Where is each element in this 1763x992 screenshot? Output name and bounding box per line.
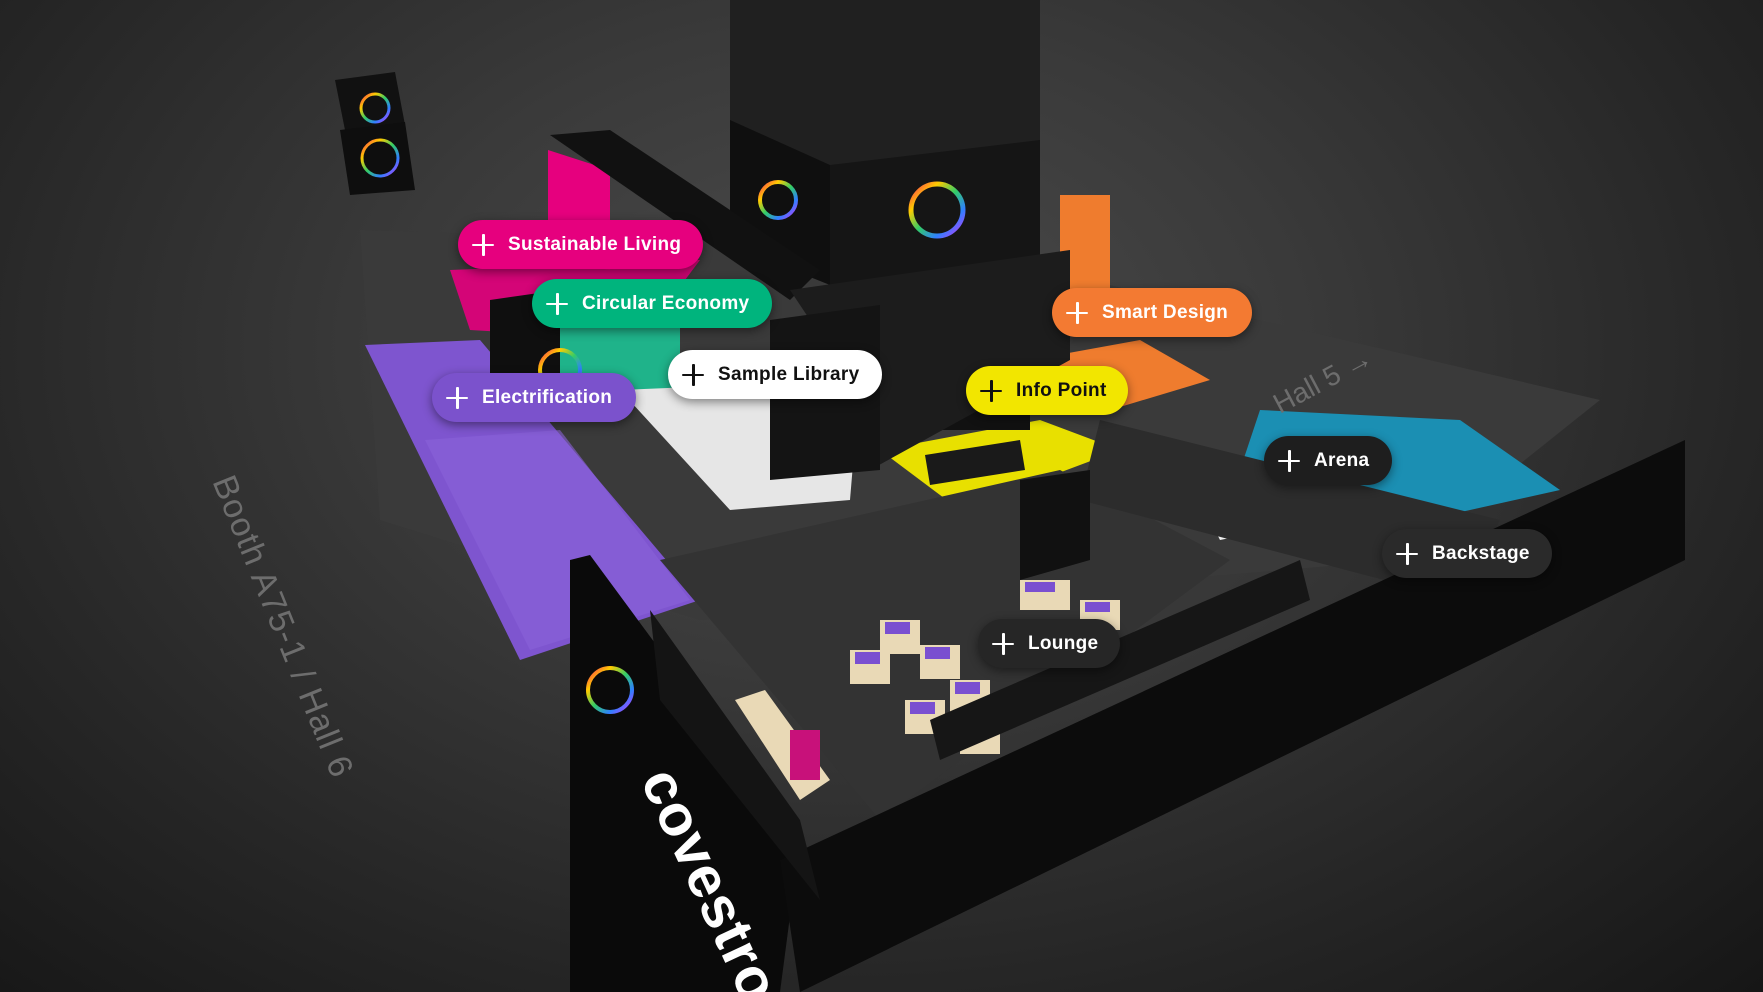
hotspot-sample-library-button[interactable]: Sample Library: [668, 350, 882, 399]
hotspot-arena-button[interactable]: Arena: [1264, 436, 1392, 485]
front-wall-right: [780, 440, 1685, 992]
hotspot-label: Sustainable Living: [508, 233, 682, 255]
hotspot-label: Smart Design: [1102, 301, 1229, 323]
hotspot-label: Backstage: [1432, 542, 1530, 564]
hotspot-label: Info Point: [1016, 379, 1107, 401]
plus-icon: [446, 386, 468, 409]
hotspot-label: Arena: [1314, 449, 1370, 471]
central-tower: [730, 0, 1040, 190]
hotspot-backstage-button[interactable]: Backstage: [1382, 529, 1552, 578]
hotspot-electrification-button[interactable]: Electrification: [432, 373, 636, 422]
hotspot-label: Electrification: [482, 386, 613, 408]
hotspot-label: Circular Economy: [582, 292, 750, 314]
hotspot-sustainable-living-button[interactable]: Sustainable Living: [458, 220, 703, 269]
plus-icon: [546, 292, 568, 315]
hotspot-smart-design-button[interactable]: Smart Design: [1052, 288, 1252, 337]
hotspot-circular-economy-button[interactable]: Circular Economy: [532, 279, 772, 328]
plus-icon: [472, 233, 494, 256]
front-wall-left: [570, 555, 800, 992]
hotspot-label: Lounge: [1028, 632, 1099, 654]
plus-icon: [992, 632, 1014, 655]
plus-icon: [1278, 449, 1300, 472]
plus-icon: [1066, 301, 1088, 324]
plus-icon: [682, 363, 704, 386]
hotspot-label: Sample Library: [718, 363, 860, 385]
hotspot-info-point-button[interactable]: Info Point: [966, 366, 1128, 415]
hotspot-lounge-button[interactable]: Lounge: [978, 619, 1120, 668]
plus-icon: [1396, 542, 1418, 565]
plus-icon: [980, 379, 1002, 402]
